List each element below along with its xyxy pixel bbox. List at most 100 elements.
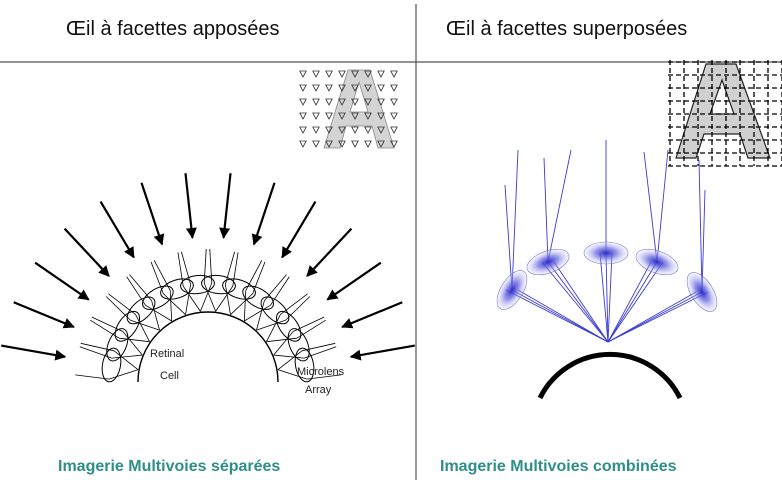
incoming-ray — [699, 160, 702, 292]
ray-line — [130, 275, 152, 301]
facet-glyph — [300, 71, 306, 77]
incoming-arrow — [35, 263, 88, 300]
facet-glyph — [326, 113, 332, 119]
facet-glyph — [391, 85, 397, 91]
ray-line — [127, 277, 146, 305]
focused-ray — [608, 253, 612, 342]
facet-glyph — [365, 127, 371, 133]
superposition-lens — [524, 244, 573, 280]
superposition-eye-diagram — [491, 140, 723, 398]
facet-glyph — [313, 127, 319, 133]
incoming-arrow — [185, 173, 192, 238]
ray-line — [112, 355, 142, 358]
focused-ray — [608, 262, 663, 342]
facet-glyph — [326, 71, 332, 77]
focused-ray — [554, 262, 608, 342]
incoming-arrow — [307, 229, 351, 276]
ray-line — [136, 314, 150, 341]
incoming-ray — [548, 150, 571, 262]
ray-line — [256, 320, 285, 330]
letter-a-shape — [324, 70, 394, 148]
facet-glyph — [326, 99, 332, 105]
superposition-lens — [584, 242, 628, 264]
facet-glyph — [326, 85, 332, 91]
incoming-arrow — [101, 202, 134, 258]
incoming-arrow — [1, 346, 65, 357]
ray-line — [178, 252, 183, 286]
grid-letter-a-inset — [668, 60, 782, 166]
left-panel-caption: Imagerie Multivoies séparées — [58, 458, 280, 476]
facet-glyph — [300, 113, 306, 119]
facet-glyph — [300, 99, 306, 105]
ray-line — [152, 301, 160, 331]
facet-glyph — [313, 99, 319, 105]
array-label: Array — [305, 384, 331, 396]
facet-glyph — [352, 127, 358, 133]
retina-arc — [138, 312, 278, 382]
facet-glyph — [365, 141, 371, 147]
focused-ray — [548, 262, 608, 342]
incoming-arrow — [141, 183, 162, 245]
left-panel-title: Œil à facettes apposées — [66, 18, 279, 41]
facet-glyph — [313, 141, 319, 147]
facet-glyph — [391, 127, 397, 133]
cell-label: Cell — [160, 370, 179, 382]
microlens — [100, 347, 124, 384]
superposition-lens — [491, 266, 533, 315]
ray-line — [114, 351, 138, 370]
incoming-arrow — [342, 302, 402, 327]
facet-glyph — [391, 113, 397, 119]
facet-glyph — [391, 99, 397, 105]
facet-glyph — [378, 85, 384, 91]
facet-glyph — [339, 71, 345, 77]
incoming-arrow — [65, 229, 109, 276]
incoming-arrow — [14, 302, 74, 327]
ray-line — [109, 370, 138, 379]
incoming-arrow — [254, 183, 275, 245]
ray-line — [274, 355, 304, 358]
mosaic-letter-a-inset — [300, 70, 397, 148]
facet-glyph — [378, 71, 384, 77]
ray-line — [244, 290, 245, 321]
ray-line — [131, 320, 160, 330]
facet-glyph — [352, 141, 358, 147]
retina-arc-bold — [540, 354, 680, 398]
apposition-eye-diagram — [1, 173, 415, 383]
ray-line — [170, 290, 171, 321]
facet-glyph — [391, 71, 397, 77]
retinal-label: Retinal — [150, 348, 184, 360]
focused-ray — [512, 290, 608, 342]
ray-line — [264, 275, 286, 301]
ray-line — [271, 277, 290, 305]
ray-line — [266, 314, 280, 341]
incoming-arrow — [351, 346, 415, 357]
incoming-ray — [657, 150, 668, 262]
letter-a-shape — [676, 64, 770, 158]
incoming-ray — [644, 152, 657, 262]
ray-line — [225, 284, 230, 314]
focused-ray — [542, 262, 608, 342]
incoming-ray — [512, 150, 518, 290]
facet-glyph — [313, 113, 319, 119]
ray-line — [233, 252, 238, 286]
facet-glyph — [300, 85, 306, 91]
ray-line — [302, 343, 335, 350]
incoming-arrow — [224, 173, 231, 238]
facet-glyph — [300, 127, 306, 133]
incoming-arrow — [282, 202, 315, 258]
facet-glyph — [300, 141, 306, 147]
ray-line — [256, 301, 264, 331]
incoming-arrow — [327, 263, 380, 300]
facet-glyph — [313, 85, 319, 91]
ray-line — [81, 343, 114, 350]
right-panel-caption: Imagerie Multivoies combinées — [440, 458, 677, 476]
superposition-lens — [633, 244, 682, 280]
focused-ray — [518, 290, 608, 342]
microlens — [103, 326, 133, 364]
right-panel-title: Œil à facettes superposées — [446, 18, 687, 41]
incoming-ray — [544, 158, 548, 262]
microlens-label: Microlens — [297, 366, 344, 378]
microlens — [284, 326, 314, 364]
